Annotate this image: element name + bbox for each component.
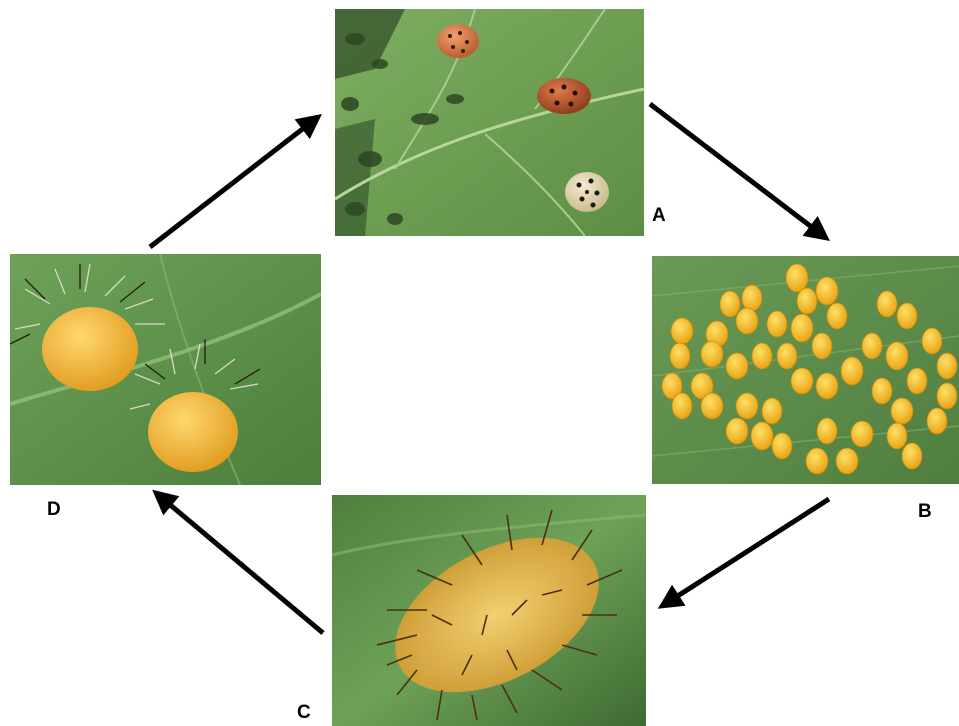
arrow-b-to-c [662, 499, 829, 606]
stage-label-d: D [47, 500, 61, 519]
stage-label-b: B [918, 502, 932, 521]
stage-label-c: C [297, 703, 311, 722]
arrow-c-to-d [156, 493, 323, 633]
arrow-a-to-b [650, 104, 826, 238]
arrow-d-to-a [150, 117, 318, 247]
photo-stage-c-spiny-larva [332, 495, 646, 726]
photo-stage-a-adult-beetles [335, 9, 644, 236]
photo-stage-d-pupae [10, 254, 321, 485]
stage-label-a: A [652, 206, 666, 225]
photo-stage-b-egg-cluster [652, 256, 959, 484]
